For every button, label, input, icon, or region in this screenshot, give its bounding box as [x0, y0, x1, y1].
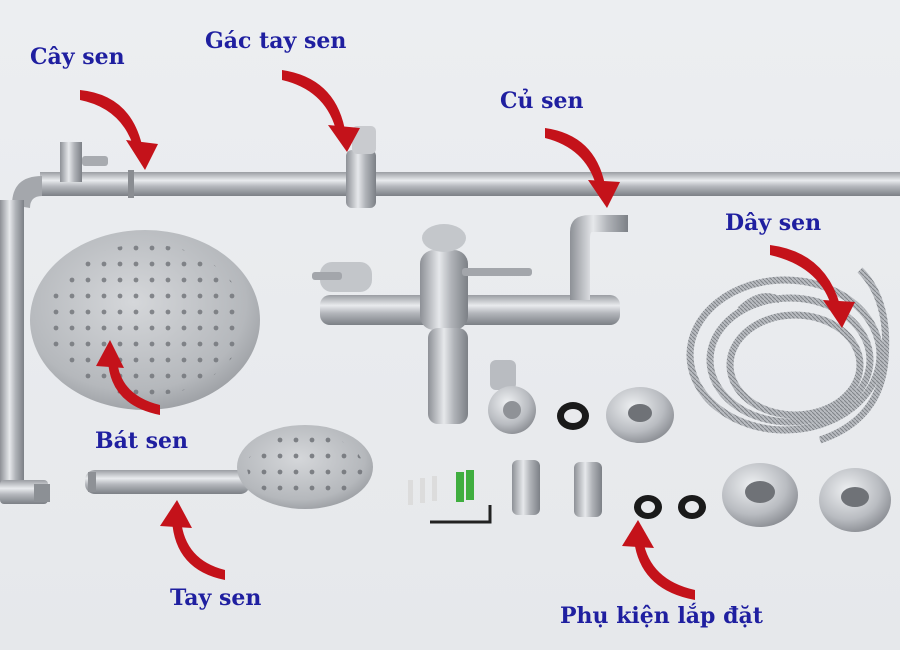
wall-plugs-and-screws	[408, 470, 492, 524]
arrow-mixer-valve	[545, 128, 620, 208]
label-mixer-valve: Củ sen	[500, 88, 584, 114]
shower-column	[0, 126, 900, 504]
arrow-holder	[282, 70, 360, 152]
arrow-hose	[770, 245, 855, 328]
hand-shower	[85, 425, 373, 509]
pointer-arrows	[80, 70, 855, 600]
shower-hose	[686, 267, 890, 444]
label-shower-column: Cây sen	[30, 44, 125, 70]
arrow-shower-column	[80, 90, 158, 170]
label-shower-hose: Dây sen	[725, 210, 822, 236]
rain-shower-head	[30, 230, 260, 410]
mixer-valve	[312, 215, 628, 424]
label-installation-accessories: Phụ kiện lắp đặt	[560, 603, 763, 629]
label-handheld-shower: Tay sen	[170, 585, 262, 611]
label-rain-head: Bát sen	[95, 428, 189, 454]
arrow-hand-shower	[160, 500, 225, 580]
arrow-rain-head	[96, 340, 160, 415]
arrow-accessories	[622, 520, 695, 600]
label-handheld-holder: Gác tay sen	[205, 28, 347, 54]
installation-accessories	[408, 360, 891, 532]
